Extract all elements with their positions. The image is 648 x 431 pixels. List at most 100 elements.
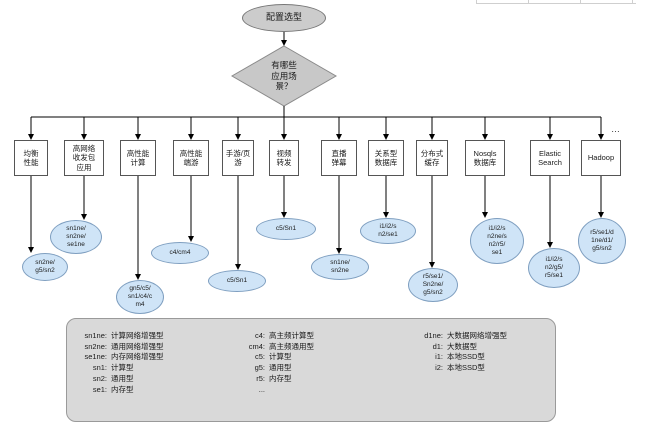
top-edge-marks (476, 0, 636, 4)
category-box: 手游/页 游 (222, 140, 254, 176)
legend-row: sn1ne: 计算网络增强型 (81, 331, 164, 342)
legend-row: c5: 计算型 (243, 352, 314, 363)
legend-key: sn1ne: (84, 331, 107, 340)
root-label: 配置选型 (265, 12, 302, 23)
recommendation-text: c5/Sn1 (275, 224, 297, 232)
legend-row: i1: 本地SSD型 (417, 352, 507, 363)
legend-value: 内存型 (269, 373, 292, 383)
category-box: 均衡 性能 (14, 140, 48, 176)
recommendation-text: gn5/c5/ sn1/c4/c m4 (127, 284, 153, 309)
legend-key: r5: (256, 373, 265, 383)
category-label: 直播 弹幕 (331, 148, 347, 167)
recommendation-text: c4/cm4 (169, 248, 191, 256)
category-label: 视频 转发 (276, 148, 292, 167)
recommendation-oval: i1/i2/s n2ne/s n2/r5/ se1 (470, 218, 524, 264)
category-box: 高网络 收发包 应用 (64, 140, 104, 176)
category-label: Elastic Search (538, 148, 562, 167)
recommendation-oval: c4/cm4 (151, 242, 209, 264)
recommendation-oval: sn1ne/ sn2ne/ se1ne (50, 220, 102, 254)
category-box: 直播 弹幕 (321, 140, 357, 176)
category-box: Hadoop (581, 140, 621, 176)
legend-value: 高主频通用型 (269, 341, 314, 351)
legend-key: i2: (435, 363, 443, 373)
legend-row: g5: 通用型 (243, 363, 314, 374)
recommendation-oval: gn5/c5/ sn1/c4/c m4 (116, 280, 164, 314)
legend-row: cm4: 高主频通用型 (243, 342, 314, 353)
category-box: Elastic Search (530, 140, 570, 176)
recommendation-text: sn2ne/ g5/sn2 (35, 258, 55, 274)
legend-value: 本地SSD型 (447, 363, 485, 373)
category-box: Nosqls 数据库 (465, 140, 505, 176)
legend-key: se1ne: (84, 352, 107, 362)
legend-value: 本地SSD型 (447, 352, 485, 362)
legend-key: sn2: (92, 373, 107, 383)
legend-key: g5: (254, 363, 265, 373)
legend-value: 计算型 (269, 352, 292, 362)
category-box: 关系型 数据库 (368, 140, 404, 176)
legend-row: i2: 本地SSD型 (417, 363, 507, 374)
category-label: Nosqls 数据库 (473, 148, 497, 167)
recommendation-oval: i1/i2/s n2/se1 (360, 218, 416, 244)
legend-row: r5: 内存型 (243, 374, 314, 385)
recommendation-oval: r5/se1/ Sn2ne/ g5/sn2 (408, 268, 458, 302)
legend-value: 通用型 (269, 363, 292, 373)
legend-key: cm4: (248, 341, 265, 351)
legend-row: se1: 内存型 (81, 385, 164, 396)
legend-row: d1ne: 大数据网络增强型 (417, 331, 507, 342)
recommendation-text: c5/Sn1 (226, 276, 248, 284)
recommendation-text: i1/i2/s n2/se1 (378, 222, 398, 238)
category-label: 高网络 收发包 应用 (72, 143, 96, 172)
recommendation-oval: r5/se1/d 1ne/d1/ g5/sn2 (578, 218, 626, 264)
legend-value: 大数据型 (447, 341, 477, 351)
legend-value: 高主频计算型 (269, 331, 314, 340)
legend-value: 计算网络增强型 (111, 331, 164, 340)
legend-row: sn2ne: 通用网络增强型 (81, 341, 164, 353)
legend-key: d1ne: (424, 331, 443, 340)
legend-value: 计算型 (111, 363, 134, 373)
recommendation-text: i1/i2/s n2/g5/ r5/se1 (544, 255, 564, 280)
recommendation-oval: sn2ne/ g5/sn2 (22, 253, 68, 281)
category-label: 高性能 端游 (179, 148, 203, 167)
legend-row: sn2: 通用型 (81, 374, 164, 385)
legend-key: se1: (92, 384, 107, 394)
legend-key: c4: (254, 331, 265, 340)
legend-row: c4: 高主频计算型 (243, 331, 314, 342)
legend-key: sn2ne: (84, 341, 107, 351)
category-box: 高性能 计算 (120, 140, 156, 176)
more-marker: … (611, 124, 620, 134)
legend-key: sn1: (92, 363, 107, 373)
category-label: 关系型 数据库 (374, 148, 398, 167)
legend-value: 内存型 (111, 384, 134, 394)
recommendation-text: r5/se1/d 1ne/d1/ g5/sn2 (590, 228, 614, 253)
legend-row: se1ne:内存网络增强型 (81, 352, 163, 363)
legend-row: d1:大数据型 (417, 342, 507, 353)
category-label: Hadoop (587, 153, 615, 163)
recommendation-oval: i1/i2/s n2/g5/ r5/se1 (528, 248, 580, 288)
legend-key: i1: (435, 352, 443, 362)
recommendation-oval: c5/Sn1 (256, 218, 316, 240)
category-box: 分布式 缓存 (416, 140, 448, 176)
recommendation-text: i1/i2/s n2ne/s n2/r5/ se1 (487, 224, 507, 257)
category-box: 视频 转发 (269, 140, 299, 176)
legend-key: c5: (254, 352, 265, 362)
recommendation-text: sn1ne/ sn2ne/ se1ne (66, 224, 86, 249)
legend-value: 通用型 (111, 373, 134, 383)
recommendation-oval: sn1ne/ sn2ne (311, 254, 369, 280)
category-label: 高性能 计算 (126, 148, 150, 167)
category-box: 高性能 端游 (173, 140, 209, 176)
legend-column-2: c4: 高主频计算型 cm4: 高主频通用型 c5: 计算型 g5: 通用型 r5: 内存型... (243, 331, 314, 395)
legend-value: 大数据网络增强型 (447, 331, 507, 340)
legend-key: ... (258, 384, 265, 394)
legend-value: 通用网络增强型 (111, 341, 164, 351)
recommendation-oval: c5/Sn1 (208, 270, 266, 292)
recommendation-text: sn1ne/ sn2ne (330, 258, 350, 274)
legend-row: sn1: 计算型 (81, 363, 164, 374)
legend-row: ... (243, 385, 314, 396)
category-label: 分布式 缓存 (420, 148, 444, 167)
decision-label: 有哪些 应用场 景？ (271, 60, 297, 92)
